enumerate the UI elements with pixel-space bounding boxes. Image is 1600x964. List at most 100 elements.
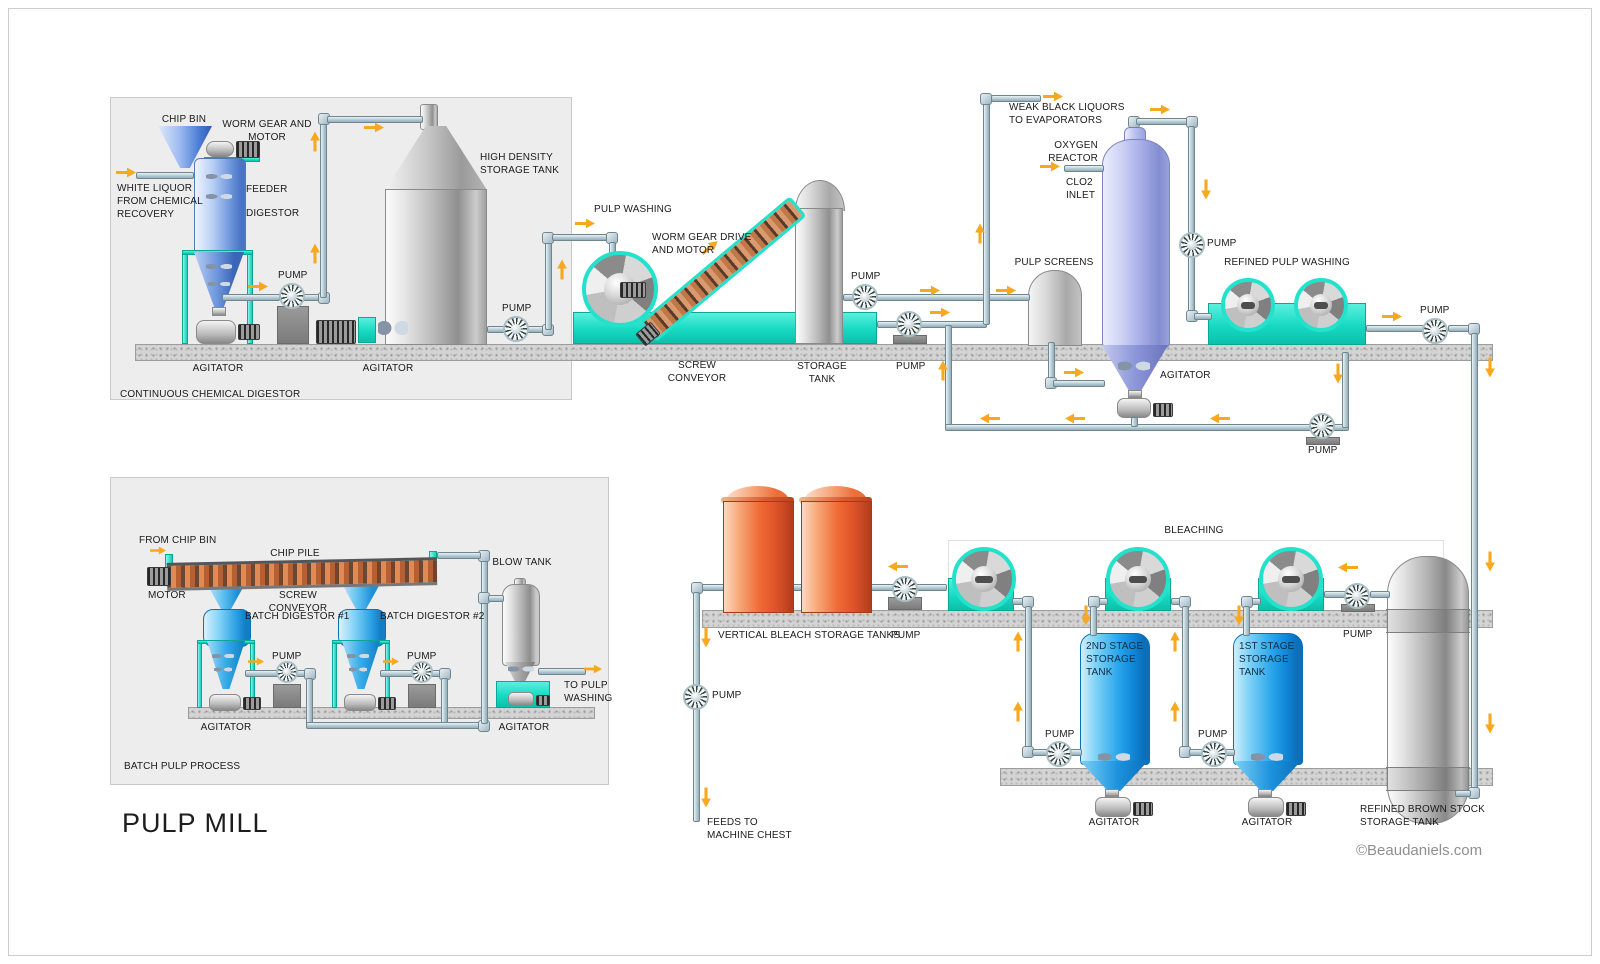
batch-motor-label: MOTOR bbox=[148, 590, 186, 601]
pump-top-label: PUMP bbox=[1207, 238, 1237, 249]
pulp-washer-drum bbox=[582, 251, 658, 327]
bleach-washer-2 bbox=[1106, 547, 1170, 611]
pump-stage2 bbox=[1046, 741, 1072, 767]
pump-brown-out bbox=[1370, 591, 1390, 598]
pump-return-label: PUMP bbox=[1308, 445, 1338, 456]
batch-agitator1-label: AGITATOR bbox=[200, 722, 252, 733]
chip-bin-label: CHIP BIN bbox=[161, 114, 207, 125]
pump-stage1-label: PUMP bbox=[1198, 729, 1228, 740]
bleach-tanks-label: VERTICAL BLEACH STORAGE TANKS bbox=[718, 630, 901, 641]
pump-stage1 bbox=[1201, 741, 1227, 767]
stage2-tank bbox=[1080, 633, 1150, 765]
trough-to-riser bbox=[437, 552, 481, 559]
arrow-washer-in bbox=[575, 218, 595, 229]
oxygen-reactor-body bbox=[1102, 139, 1170, 349]
pump-stage2-label: PUMP bbox=[1045, 729, 1075, 740]
batch-conveyor-motor bbox=[147, 567, 171, 586]
worm-gear bbox=[206, 141, 234, 157]
pipe-to-hdtank bbox=[327, 116, 423, 123]
stage1-tank bbox=[1233, 633, 1303, 765]
pump1-label: PUMP bbox=[278, 270, 308, 281]
reactor-agitator-motor bbox=[1153, 403, 1173, 417]
batch-digestor2-label: BATCH DIGESTOR #2 bbox=[380, 611, 485, 622]
batch1-propeller2 bbox=[214, 666, 232, 673]
digestor-cone-propeller bbox=[206, 262, 232, 271]
pump-return bbox=[1309, 413, 1335, 439]
tank-strap-lower bbox=[1386, 767, 1470, 791]
blow-tank-body bbox=[502, 584, 540, 666]
refined-washing-label: REFINED PULP WASHING bbox=[1224, 257, 1350, 268]
pipe-lower-east bbox=[877, 321, 987, 328]
white-liquor-pipe bbox=[136, 172, 194, 179]
agitator2-propeller bbox=[378, 315, 408, 341]
worm-gear-drive-label: WORM GEAR DRIVE AND MOTOR bbox=[652, 232, 752, 257]
screens-east bbox=[1053, 380, 1105, 387]
white-liquor-arrow bbox=[116, 167, 136, 178]
blow-tank-label: BLOW TANK bbox=[492, 557, 552, 568]
arrow-evap bbox=[1043, 91, 1063, 102]
blow-agitator-motor bbox=[536, 695, 550, 706]
riser-return-east bbox=[1342, 352, 1349, 428]
batch2-agitator-motor bbox=[378, 697, 396, 710]
arrow-r-top bbox=[1150, 104, 1170, 115]
pump-brown bbox=[1344, 583, 1370, 609]
panel-caption: CONTINUOUS CHEMICAL DIGESTOR bbox=[120, 389, 301, 400]
agitator2-motor bbox=[316, 320, 356, 344]
batch-pump1 bbox=[276, 661, 298, 683]
bleach-tank-2 bbox=[801, 501, 872, 613]
washer-motor bbox=[620, 282, 647, 298]
bleach-tank-1-lip bbox=[721, 497, 794, 503]
batch1-agitator-motor bbox=[243, 697, 261, 710]
pump-down bbox=[683, 684, 709, 710]
arrow-clo2 bbox=[1040, 161, 1060, 172]
refined-drum-2 bbox=[1294, 278, 1348, 332]
arrow-top-a bbox=[364, 122, 384, 133]
pump2-label: PUMP bbox=[502, 303, 532, 314]
tank-strap-upper bbox=[1386, 609, 1470, 633]
riser-stage2 bbox=[1025, 606, 1032, 750]
reactor-agitator-body bbox=[1117, 398, 1151, 418]
digestor-label: DIGESTOR bbox=[246, 208, 300, 219]
digestor-propeller-upper bbox=[206, 192, 232, 201]
floor-top bbox=[135, 344, 1493, 361]
screens-down bbox=[1048, 342, 1055, 382]
batch-pump1-label: PUMP bbox=[272, 651, 302, 662]
pump-down-label: PUMP bbox=[712, 690, 742, 701]
arrow-to-pump1 bbox=[248, 281, 268, 292]
riser-stage1 bbox=[1182, 606, 1189, 750]
arrow-b2 bbox=[383, 657, 399, 666]
stage2-agitator bbox=[1095, 797, 1131, 817]
drum-notch bbox=[1313, 302, 1329, 309]
weak-black-label: WEAK BLACK LIQUORS TO EVAPORATORS bbox=[1009, 102, 1125, 127]
agitator1-label: AGITATOR bbox=[192, 363, 244, 374]
stage1-valve bbox=[1258, 789, 1272, 797]
pump-upper bbox=[852, 284, 878, 310]
page-title: PULP MILL bbox=[122, 808, 269, 838]
pump-brown-label: PUMP bbox=[1343, 629, 1373, 640]
feeder-label: FEEDER bbox=[246, 184, 288, 195]
digestor-stand-left bbox=[182, 252, 188, 344]
return-line bbox=[945, 424, 1349, 431]
refined-drum-1 bbox=[1221, 278, 1275, 332]
blow-tank-propeller bbox=[508, 664, 534, 674]
digestor-cone-propeller2 bbox=[208, 280, 230, 288]
worm-gear-label: WORM GEAR AND MOTOR bbox=[222, 119, 312, 144]
batch-screw-label: SCREW CONVEYOR bbox=[268, 590, 328, 615]
batch2-out-pipe bbox=[380, 670, 414, 677]
screw-conveyor-label: SCREW CONVEYOR bbox=[667, 360, 727, 385]
batch-pump2-label: PUMP bbox=[407, 651, 437, 662]
refined-out-pipe bbox=[1366, 325, 1424, 332]
pulp-screens-dome bbox=[1028, 270, 1082, 346]
digestor-outlet-pipe bbox=[222, 294, 280, 301]
reactor-drain bbox=[1131, 417, 1138, 427]
feeds-label: FEEDS TO MACHINE CHEST bbox=[707, 817, 792, 842]
batch1-agitator bbox=[209, 694, 241, 711]
floor-bleach-upper bbox=[702, 610, 1493, 628]
reactor-valve bbox=[1128, 390, 1142, 398]
pump-feed-label: PUMP bbox=[891, 630, 921, 641]
stage1-label: 1ST STAGE STORAGE TANK bbox=[1239, 641, 1295, 679]
stage1-agitator-label: AGITATOR bbox=[1241, 817, 1293, 828]
stand2-left bbox=[332, 642, 337, 708]
storage-tank-label: STORAGE TANK bbox=[797, 361, 847, 386]
drum-notch bbox=[1129, 575, 1147, 584]
